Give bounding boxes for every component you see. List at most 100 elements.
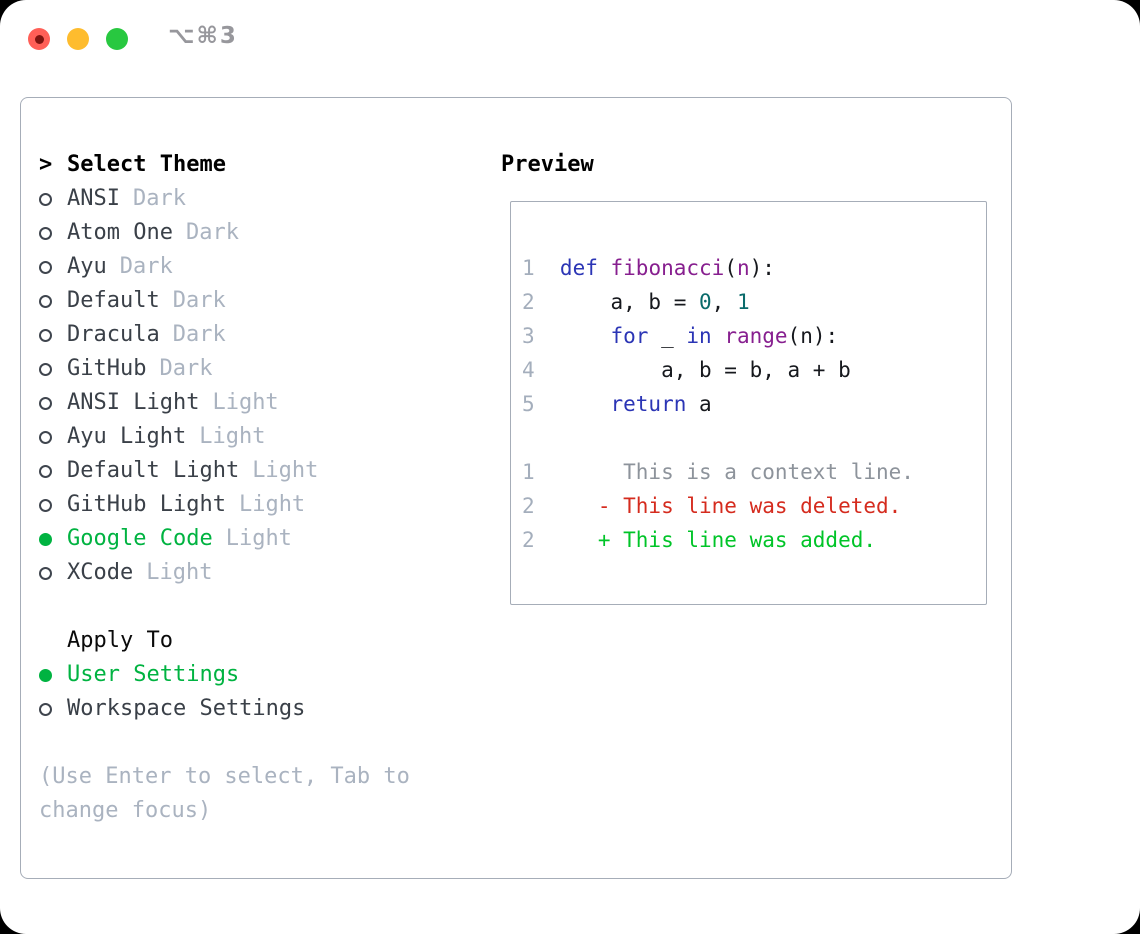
traffic-lights [28,28,128,50]
line-number: 2 [522,494,535,518]
radio-icon [39,430,52,444]
theme-list: > Select Theme ANSI Dark Atom One Dark A… [39,148,469,828]
select-theme-label: Select Theme [67,152,226,177]
theme-variant: Light [212,390,279,415]
code-line: 1 def fibonacci(n): [522,251,986,285]
code-token: fibonacci [610,256,725,280]
line-number: 2 [522,290,535,314]
code-token: for [610,324,649,348]
code-line: 4 a, b = b, a + b [522,353,986,387]
theme-option-github-dark[interactable]: GitHub Dark [39,352,469,386]
code-token: + This line was added. [559,528,876,552]
code-token: in [686,324,712,348]
code-token: ): [749,256,775,280]
code-token: (n): [787,324,839,348]
theme-name: Ayu [67,254,107,279]
code-token: 0 [699,290,712,314]
theme-option-ansi-dark[interactable]: ANSI Dark [39,182,469,216]
code-line [522,421,986,455]
apply-to-label: Apply To [67,628,173,653]
theme-variant: Light [238,492,306,517]
caret-icon: > [39,152,53,177]
code-token: a [686,392,712,416]
theme-option-default-dark[interactable]: Default Dark [39,284,469,318]
line-number: 1 [522,256,535,280]
radio-icon [39,260,52,274]
code-token: return [610,392,687,416]
code-token: 1 [736,290,750,314]
theme-variant: Dark [172,288,226,313]
code-token: _ [648,324,687,348]
select-theme-header: > Select Theme [39,148,469,182]
theme-variant: Dark [132,186,186,211]
apply-option-label: User Settings [67,662,240,687]
apply-to-header: Apply To [39,624,469,658]
theme-name: Ayu Light [67,424,187,449]
theme-name: Dracula [67,322,160,347]
code-token: def [559,256,598,280]
code-line: 3 for _ in range(n): [522,319,986,353]
theme-name: XCode [67,560,134,585]
code-token: ( [724,256,737,280]
line-number: 1 [522,460,535,484]
code-line: 1 This is a context line. [522,455,986,489]
radio-icon [39,464,52,478]
theme-option-github-light[interactable]: GitHub Light Light [39,488,469,522]
radio-icon [39,294,52,308]
theme-name: Google Code [67,526,213,551]
code-line: 5 return a [522,387,986,421]
theme-option-ansi-light[interactable]: ANSI Light Light [39,386,469,420]
theme-option-ayu-dark[interactable]: Ayu Dark [39,250,469,284]
preview-label: Preview [501,152,594,177]
line-number: 2 [522,528,535,552]
radio-icon [39,396,52,410]
radio-icon [39,328,52,342]
theme-variant: Dark [119,254,173,279]
radio-icon [39,362,52,376]
code-token: range [724,324,788,348]
theme-name: Default [67,288,160,313]
theme-option-dracula-dark[interactable]: Dracula Dark [39,318,469,352]
code-token: , [711,290,737,314]
theme-name: GitHub [67,356,147,381]
line-number: 4 [522,358,535,382]
close-button-icon[interactable] [28,28,50,50]
zoom-button-icon[interactable] [106,28,128,50]
code-token [712,324,725,348]
help-text: (Use Enter to select, Tab to change focu… [39,764,410,823]
theme-option-google-code-light[interactable]: Google Code Light [39,522,469,556]
code-token [560,324,611,348]
radio-icon [39,226,52,240]
code-line: 2 a, b = 0, 1 [522,285,986,319]
theme-name: Default Light [67,458,240,483]
radio-icon [39,566,52,580]
code-token: This is a context line. [559,460,914,484]
apply-option-user-settings[interactable]: User Settings [39,658,469,692]
code-token [598,256,611,280]
theme-option-ayu-light[interactable]: Ayu Light Light [39,420,469,454]
spacer [39,590,469,624]
theme-variant: Light [252,458,319,483]
close-dot-icon [34,34,44,44]
minimize-button-icon[interactable] [67,28,89,50]
theme-option-atom-one-dark[interactable]: Atom One Dark [39,216,469,250]
theme-name: ANSI [67,186,120,211]
line-number: 5 [522,392,535,416]
code-token: a, b = [559,290,699,314]
code-token: a, b = b, a + b [559,358,851,382]
theme-variant: Light [199,424,266,449]
code-token [560,392,611,416]
code-token: n [736,256,750,280]
apply-option-workspace-settings[interactable]: Workspace Settings [39,692,469,726]
theme-option-xcode-light[interactable]: XCode Light [39,556,469,590]
code-line: 2 + This line was added. [522,523,986,557]
apply-option-label: Workspace Settings [67,696,306,721]
theme-option-default-light[interactable]: Default Light Light [39,454,469,488]
theme-variant: Light [225,526,292,551]
theme-variant: Dark [159,356,213,381]
radio-icon [39,192,52,206]
theme-variant: Light [146,560,213,585]
radio-selected-icon [39,668,52,682]
